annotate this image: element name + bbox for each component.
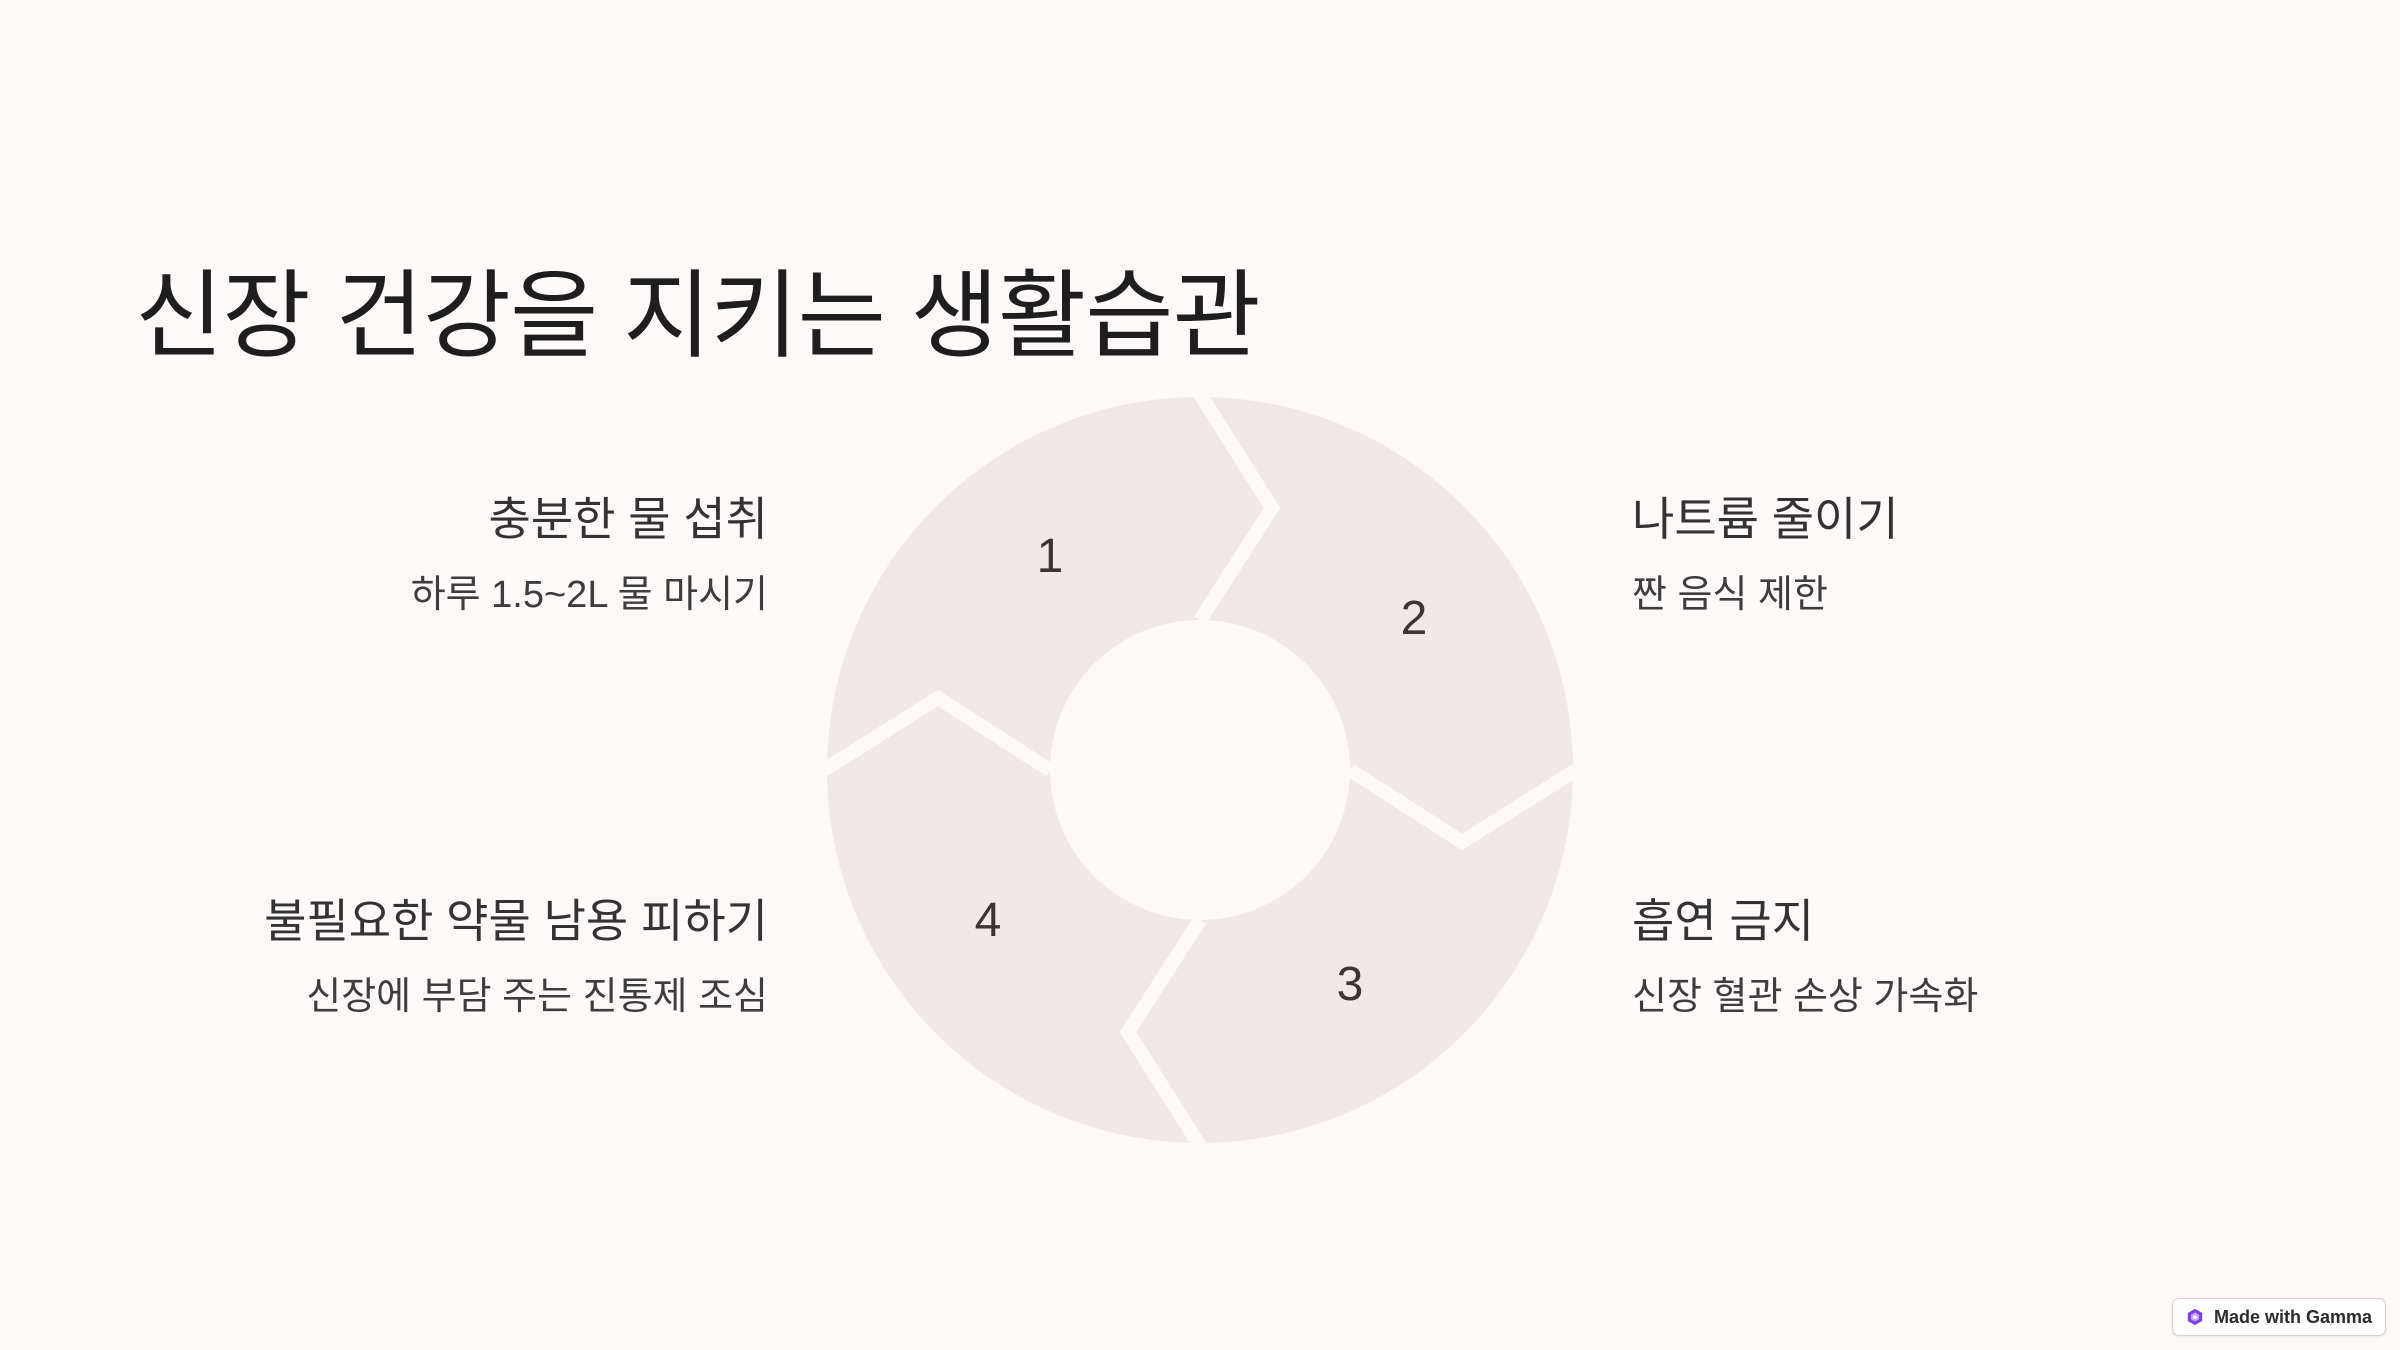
cycle-ring: 1 2 3 4	[827, 397, 1573, 1143]
step-1-number: 1	[1037, 530, 1064, 583]
step-3-heading: 흡연 금지	[1632, 895, 1815, 947]
step-1-description: 하루 1.5~2L 물 마시기	[410, 574, 768, 617]
step-2-caption: 나트륨 줄이기 짠 음식 제한	[1632, 492, 2192, 619]
step-2-description: 짠 음식 제한	[1632, 574, 1828, 617]
step-4-caption: 불필요한 약물 남용 피하기 신장에 부담 주는 진통제 조심	[208, 894, 768, 1021]
step-4-description: 신장에 부담 주는 진통제 조심	[306, 976, 768, 1019]
step-3-number: 3	[1337, 958, 1364, 1011]
step-4-heading: 불필요한 약물 남용 피하기	[264, 895, 768, 947]
step-1-heading: 충분한 물 섭취	[488, 493, 768, 545]
page-title: 신장 건강을 지키는 생활습관	[135, 263, 1261, 371]
gamma-logo-icon	[2187, 1308, 2203, 1326]
step-2-heading: 나트륨 줄이기	[1632, 493, 1899, 545]
step-3-description: 신장 혈관 손상 가속화	[1632, 976, 1979, 1019]
ring-segments	[827, 397, 1573, 1143]
made-with-gamma-badge[interactable]: Made with Gamma	[2172, 1298, 2386, 1336]
step-4-number: 4	[975, 894, 1002, 947]
step-2-number: 2	[1401, 592, 1428, 645]
cycle-diagram: 1 2 3 4	[820, 390, 1580, 1150]
step-1-caption: 충분한 물 섭취 하루 1.5~2L 물 마시기	[208, 492, 768, 619]
step-3-caption: 흡연 금지 신장 혈관 손상 가속화	[1632, 894, 2192, 1021]
badge-label: Made with Gamma	[2213, 1306, 2373, 1327]
